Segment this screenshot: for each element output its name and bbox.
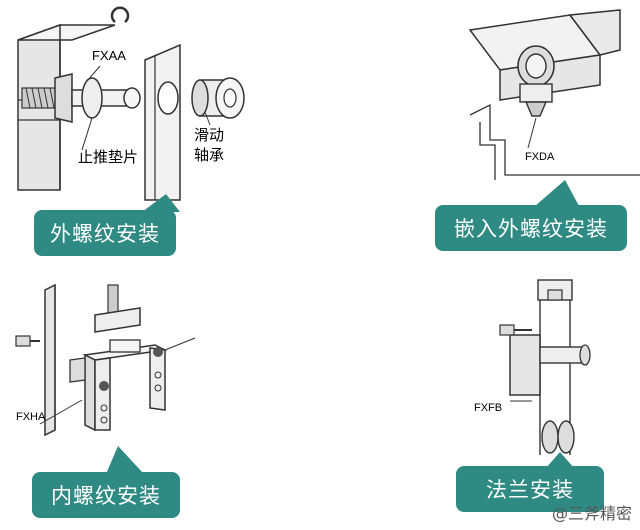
diagram-external-thread: FXAA 止推垫片 滑动 轴承 — [17, 6, 245, 201]
callout-internal-thread: 内螺纹安装 — [32, 472, 180, 518]
part-label-fxfb: FXFB — [474, 402, 502, 414]
diagram-embedded-external-thread: FXDA — [468, 9, 640, 180]
callout-tail — [546, 452, 574, 468]
washer-label: 止推垫片 — [78, 149, 138, 166]
callout-flange: 法兰安装 — [456, 466, 604, 512]
part-label-fxha: FXHA — [16, 411, 46, 423]
callout-tail — [106, 446, 144, 474]
callout-tail — [535, 180, 579, 206]
bearing-label-line1: 滑动 — [194, 127, 224, 144]
callout-embedded-external-thread: 嵌入外螺纹安装 — [435, 205, 627, 251]
callout-external-thread: 外螺纹安装 — [34, 210, 176, 256]
callout-tail — [142, 194, 180, 212]
diagram-internal-thread: FXHA — [15, 283, 196, 437]
diagram-flange: FXFB — [474, 279, 591, 455]
watermark: @三斧精密 — [551, 504, 632, 523]
part-label-fxaa: FXAA — [92, 48, 126, 63]
bearing-label-line2: 轴承 — [194, 147, 224, 164]
part-label-fxda: FXDA — [525, 151, 555, 163]
